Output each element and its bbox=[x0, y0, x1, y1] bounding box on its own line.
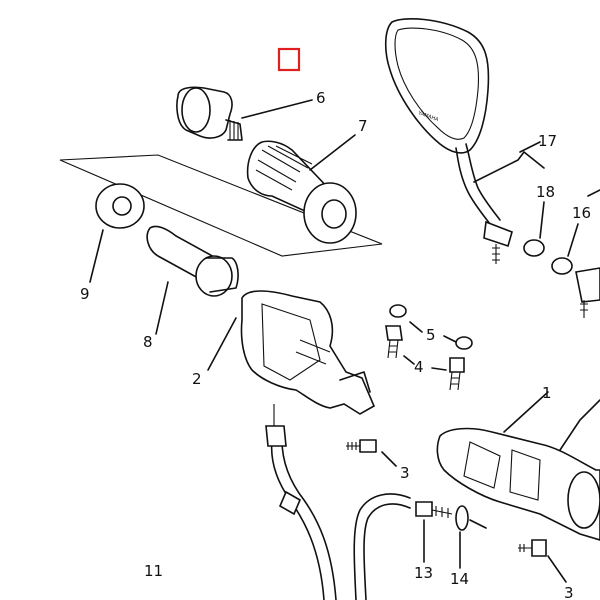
label-8: 8 bbox=[143, 333, 153, 351]
part-16-mount bbox=[551, 189, 600, 318]
part-14-locknut bbox=[455, 505, 487, 569]
label-2: 2 bbox=[192, 370, 202, 388]
label-6: 6 bbox=[316, 89, 326, 107]
part-2-throttle-housing bbox=[207, 290, 376, 415]
label-3-upper: 3 bbox=[400, 464, 410, 482]
label-11: 11 bbox=[144, 562, 163, 580]
selection-marker[interactable] bbox=[277, 47, 301, 72]
part-9-washer bbox=[89, 183, 145, 283]
label-18: 18 bbox=[536, 183, 555, 201]
part-18-nut bbox=[523, 201, 545, 257]
label-13: 13 bbox=[414, 564, 433, 582]
part-7-grip bbox=[246, 134, 357, 244]
label-4: 4 bbox=[414, 358, 424, 376]
part-8-throttle-tube bbox=[146, 225, 239, 335]
label-17: 17 bbox=[538, 132, 557, 150]
part-5-screws bbox=[389, 304, 473, 350]
label-16: 16 bbox=[572, 204, 591, 222]
part-13-adjuster bbox=[415, 501, 453, 563]
part-4-bolts bbox=[385, 325, 465, 391]
label-1: 1 bbox=[542, 384, 552, 402]
part-1-switch-assembly bbox=[436, 391, 600, 541]
label-9: 9 bbox=[80, 285, 90, 303]
part-6-sleeve bbox=[176, 86, 313, 141]
part-3-screw-lower bbox=[518, 539, 567, 583]
grip-box bbox=[59, 154, 383, 257]
label-7: 7 bbox=[358, 117, 368, 135]
label-5: 5 bbox=[426, 326, 436, 344]
throttle-cables bbox=[265, 404, 411, 600]
part-labels: 1 2 3 3 4 5 6 7 8 9 11 13 14 16 17 18 bbox=[80, 89, 591, 600]
label-3-lower: 3 bbox=[564, 584, 574, 600]
part-17-mirror: YAMAHA bbox=[384, 18, 545, 264]
label-14: 14 bbox=[450, 570, 469, 588]
part-3-screw-upper bbox=[346, 439, 397, 467]
